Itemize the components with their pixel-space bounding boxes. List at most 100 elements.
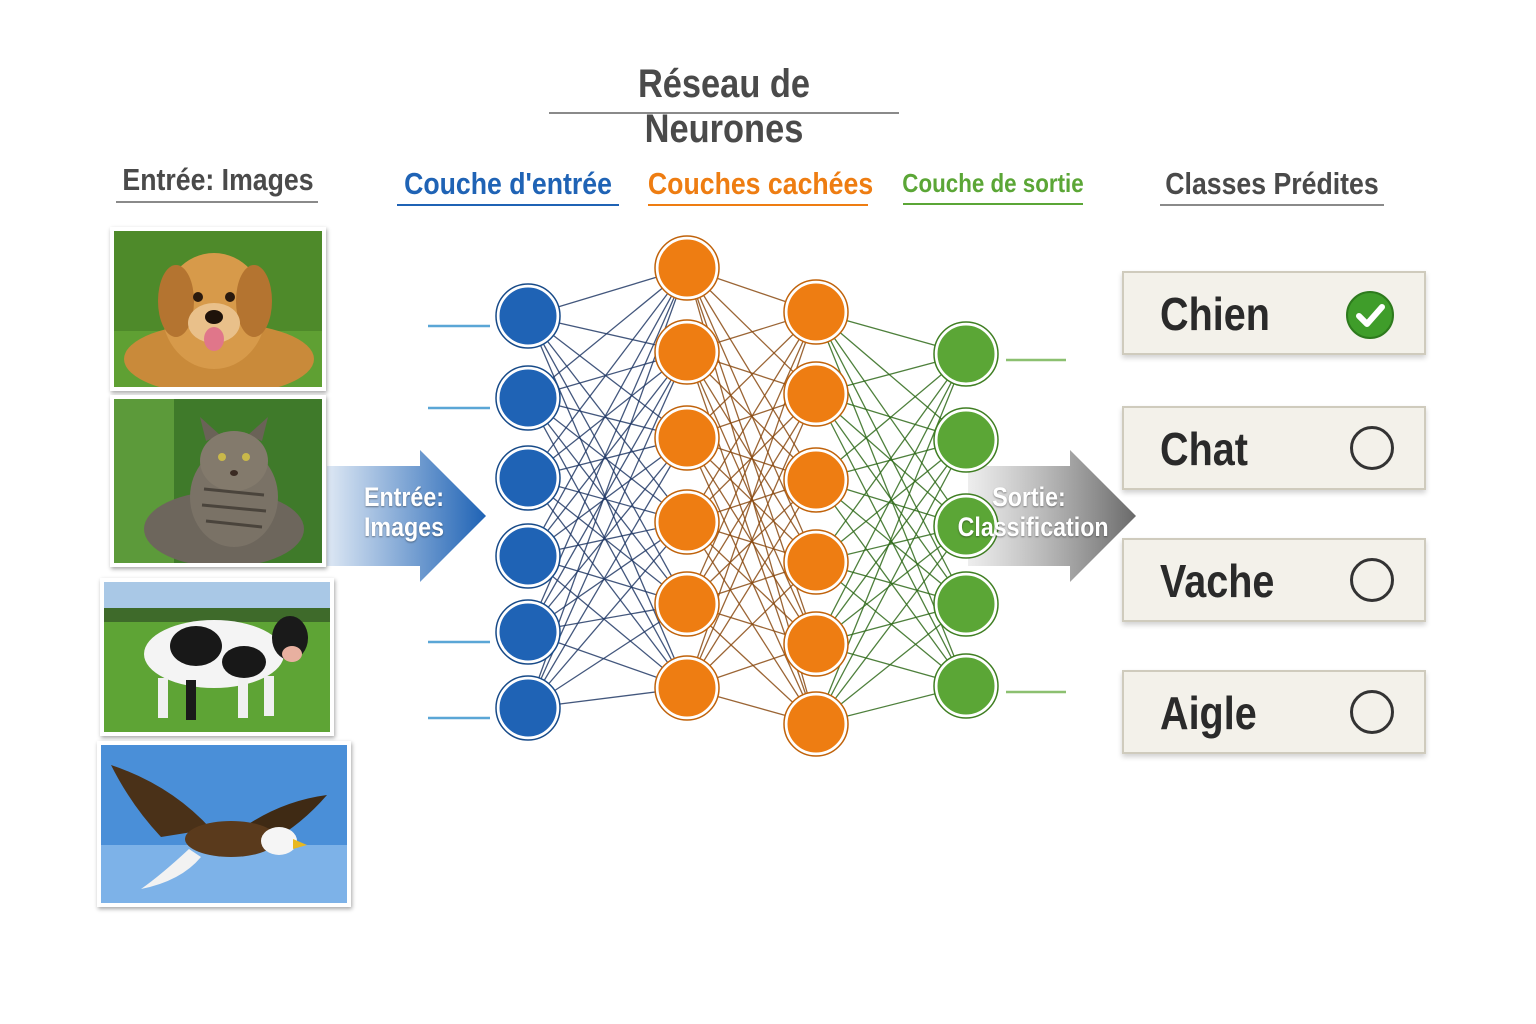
connection-line: [527, 267, 688, 557]
neuron-outline: [654, 319, 720, 385]
class-option-vache[interactable]: Vache: [1122, 538, 1426, 622]
header-predicted-classes: Classes Prédites: [1165, 166, 1379, 201]
neuron-hidden1: [655, 320, 719, 384]
diagram-title: Réseau de Neurones: [637, 62, 811, 151]
neuron-hidden2: [784, 362, 848, 426]
input-arrow-label-line2: Images: [363, 512, 445, 542]
connection-line: [527, 267, 688, 479]
radio-empty-icon: [1350, 426, 1394, 470]
connection-line: [815, 311, 967, 527]
input-arrow: [327, 450, 486, 582]
header-input-images-underline: [116, 201, 318, 203]
neuron-input: [496, 676, 560, 740]
neuron-outline: [495, 599, 561, 665]
connection-line: [527, 351, 688, 557]
neuron-output: [934, 494, 998, 558]
header-output-layer: Couche de sortie: [902, 168, 1084, 198]
connection-line: [527, 267, 688, 399]
neuron-hidden1: [655, 656, 719, 720]
connection-line: [527, 477, 688, 689]
connection-line: [527, 397, 688, 605]
connection-line: [527, 351, 688, 633]
neuron-outline: [933, 321, 999, 387]
neuron-hidden1: [655, 490, 719, 554]
connection-line: [686, 267, 817, 481]
connection-line: [815, 439, 967, 725]
neuron-hidden1: [655, 572, 719, 636]
connection-line: [527, 397, 688, 689]
connection-line: [815, 353, 967, 645]
input-arrow-label-line1: Entrée:: [363, 482, 445, 512]
input-arrow-label: Entrée: Images: [346, 482, 463, 542]
header-output-layer-underline: [903, 203, 1083, 205]
connection-line: [527, 397, 688, 523]
neuron-hidden2: [784, 530, 848, 594]
connection-line: [815, 439, 967, 645]
neuron-outline: [654, 235, 720, 301]
header-input-layer: Couche d'entrée: [404, 166, 612, 201]
neuron-hidden2: [784, 280, 848, 344]
radio-empty-icon: [1350, 690, 1394, 734]
connection-line: [527, 477, 688, 605]
connection-line: [686, 479, 817, 689]
header-hidden-layers: Couches cachées: [647, 166, 874, 201]
connection-line: [527, 555, 688, 689]
neuron-outline: [933, 493, 999, 559]
output-arrow-label-line2: Classification: [957, 512, 1109, 542]
neuron-output: [934, 408, 998, 472]
connection-line: [527, 437, 688, 557]
output-arrow-label: Sortie: Classification: [957, 482, 1109, 542]
neuron-outline: [654, 571, 720, 637]
cow-photo: [100, 578, 334, 736]
class-label: Vache: [1160, 555, 1275, 607]
neuron-output: [934, 572, 998, 636]
header-input-images: Entrée: Images: [122, 162, 314, 197]
connection-line: [686, 437, 817, 725]
header-predicted-classes-underline: [1160, 204, 1384, 206]
neuron-hidden2: [784, 448, 848, 512]
class-option-chat[interactable]: Chat: [1122, 406, 1426, 490]
neuron-outline: [783, 691, 849, 757]
connection-line: [527, 351, 688, 479]
neuron-outline: [783, 361, 849, 427]
neuron-outline: [933, 571, 999, 637]
neuron-hidden2: [784, 612, 848, 676]
check-icon: [1346, 291, 1394, 339]
neuron-input: [496, 366, 560, 430]
connection-line: [815, 353, 967, 563]
connection-line: [686, 267, 817, 563]
neuron-input: [496, 446, 560, 510]
neuron-outline: [495, 675, 561, 741]
neuron-outline: [783, 611, 849, 677]
class-label: Aigle: [1160, 687, 1257, 739]
neuron-outline: [495, 283, 561, 349]
neuron-outline: [933, 407, 999, 473]
title-underline: [549, 112, 899, 114]
class-option-chien[interactable]: Chien: [1122, 271, 1426, 355]
neuron-outline: [495, 523, 561, 589]
neuron-hidden1: [655, 236, 719, 300]
cat-photo: [110, 395, 326, 567]
connection-line: [686, 393, 817, 689]
neuron-outline: [783, 529, 849, 595]
neuron-input: [496, 600, 560, 664]
header-hidden-layers-underline: [648, 204, 868, 206]
connection-line: [815, 525, 967, 725]
neuron-input: [496, 524, 560, 588]
connection-line: [686, 311, 817, 605]
class-label: Chat: [1160, 423, 1248, 475]
connection-line: [527, 437, 688, 709]
neuron-output: [934, 654, 998, 718]
neuron-output: [934, 322, 998, 386]
output-arrow: [968, 450, 1136, 582]
radio-empty-icon: [1350, 558, 1394, 602]
neuron-outline: [783, 279, 849, 345]
connection-line: [686, 311, 817, 523]
output-arrow-label-line1: Sortie:: [992, 482, 1066, 512]
neuron-outline: [783, 447, 849, 513]
neuron-outline: [933, 653, 999, 719]
neuron-input: [496, 284, 560, 348]
connection-line: [527, 315, 688, 523]
class-option-aigle[interactable]: Aigle: [1122, 670, 1426, 754]
